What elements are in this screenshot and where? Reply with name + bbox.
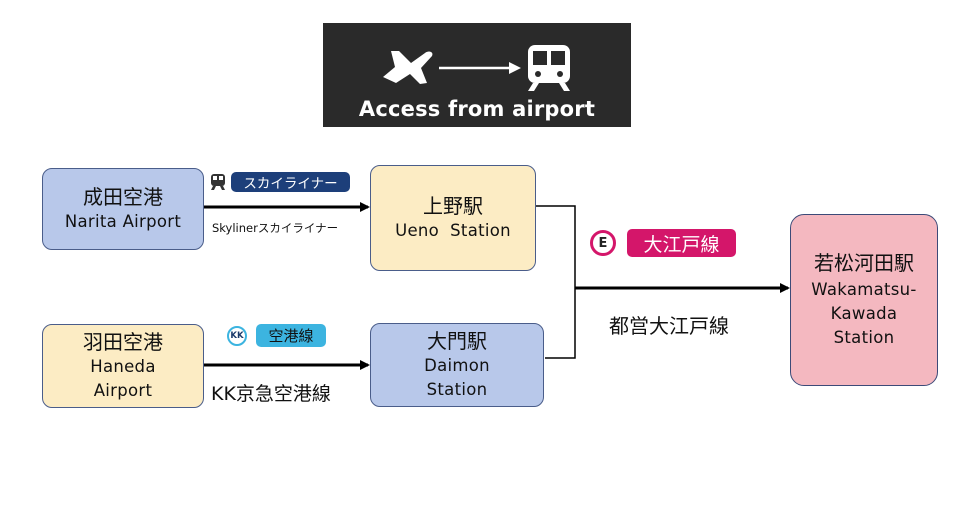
oedo-badge: 大江戸線 xyxy=(627,229,736,257)
wakamatsu-jp-label: 若松河田駅 xyxy=(814,250,914,275)
narita-en-label: Narita Airport xyxy=(64,211,182,231)
oedo-caption: 都営大江戸線 xyxy=(609,314,729,338)
haneda-en-label-line1: Haneda xyxy=(90,356,156,376)
narita-airport-box: 成田空港 Narita Airport xyxy=(42,168,204,250)
skyliner-caption: Skylinerスカイライナー xyxy=(212,221,339,235)
wakamatsu-kawada-station-box: 若松河田駅 Wakamatsu- Kawada Station xyxy=(790,214,938,386)
wakamatsu-en-label-line3: Station xyxy=(833,327,895,347)
daimon-station-box: 大門駅 Daimon Station xyxy=(370,323,544,407)
banner-title: Access from airport xyxy=(358,97,596,121)
haneda-jp-label: 羽田空港 xyxy=(83,329,163,354)
wakamatsu-en-label-line1: Wakamatsu- xyxy=(811,279,917,299)
airplane-icon xyxy=(383,51,433,84)
daimon-en-label-line2: Station xyxy=(426,379,488,399)
access-banner: Access from airport xyxy=(323,23,631,127)
haneda-airport-box: 羽田空港 Haneda Airport xyxy=(42,324,204,408)
narita-jp-label: 成田空港 xyxy=(83,184,163,209)
ueno-en-label: Ueno Station xyxy=(395,220,511,240)
haneda-en-label-line2: Airport xyxy=(93,380,153,400)
airplane-to-train-graphic xyxy=(383,45,570,91)
ueno-jp-label: 上野駅 xyxy=(423,193,483,218)
keikyu-caption: KK京急空港線 xyxy=(211,383,331,405)
daimon-en-label-line1: Daimon xyxy=(424,355,490,375)
arrow-icon xyxy=(439,62,521,74)
ueno-station-box: 上野駅 Ueno Station xyxy=(370,165,536,271)
keikyu-symbol-icon: KK xyxy=(227,326,247,346)
oedo-symbol-icon: E xyxy=(590,230,616,256)
skyliner-badge: スカイライナー xyxy=(231,172,350,192)
daimon-jp-label: 大門駅 xyxy=(427,328,487,353)
oedo-bracket-line xyxy=(536,205,576,359)
skyliner-train-icon xyxy=(211,174,225,190)
wakamatsu-en-label-line2: Kawada xyxy=(830,303,898,323)
train-icon xyxy=(528,45,570,91)
keikyu-badge: 空港線 xyxy=(256,324,326,347)
